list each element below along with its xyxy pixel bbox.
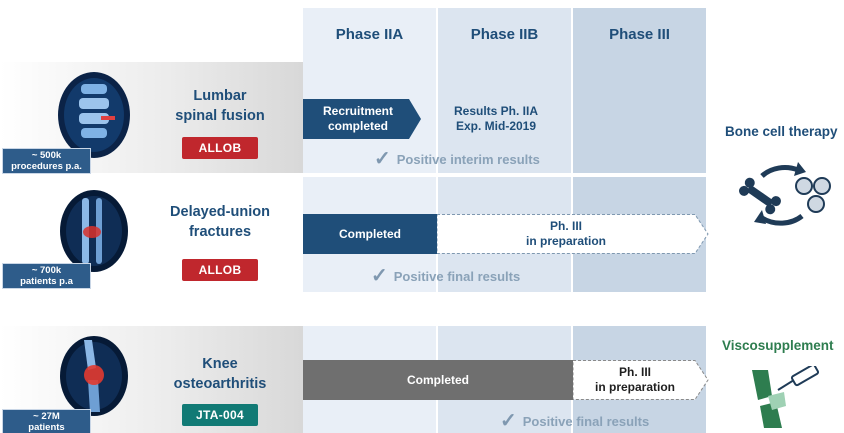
preparation-arrow <box>572 360 709 400</box>
phase-header-iia: Phase IIA <box>335 25 404 43</box>
next-milestone-line-2: Exp. Mid-2019 <box>455 119 537 133</box>
market-size-unit: patients <box>28 422 65 433</box>
knee-injection-icon <box>748 357 838 430</box>
market-size-value: ~ 700k <box>31 265 62 276</box>
preparation-line-2: in preparation <box>594 380 675 394</box>
market-size-value: ~ 500k <box>31 150 62 161</box>
result-text: Positive interim results <box>396 151 540 167</box>
next-milestone-text: Results Ph. IIA Exp. Mid-2019 <box>438 101 554 137</box>
indication-line-1: Lumbar <box>193 88 247 104</box>
result-status: ✓ Positive final results <box>371 266 520 286</box>
preparation-line-1: Ph. III <box>549 219 582 233</box>
spine-icon <box>55 70 133 160</box>
market-size-unit: procedures p.a. <box>11 161 82 172</box>
indication-title: Delayed-union fractures <box>150 202 290 242</box>
result-status: ✓ Positive interim results <box>374 149 540 169</box>
result-text: Positive final results <box>522 413 650 429</box>
checkmark-icon: ✓ <box>374 148 391 170</box>
recruitment-label: Recruitment completed <box>303 99 413 139</box>
preparation-label: Ph. III in preparation <box>437 214 695 254</box>
checkmark-icon: ✓ <box>500 410 517 432</box>
next-milestone-line-1: Results Ph. IIA <box>453 104 539 118</box>
indication-line-1: Knee <box>202 356 238 372</box>
indication-line-2: spinal fusion <box>175 108 265 124</box>
result-status: ✓ Positive final results <box>500 411 649 431</box>
preparation-line-2: in preparation <box>525 234 606 248</box>
market-size-box: ~ 700k patients p.a <box>2 263 91 289</box>
market-size-unit: patients p.a <box>20 276 73 287</box>
recruitment-line-2: completed <box>327 119 388 133</box>
completed-label: Completed <box>406 372 469 387</box>
category-label-bone-cell-therapy: Bone cell therapy <box>725 124 838 139</box>
indication-title: Knee osteoarthritis <box>150 354 290 394</box>
preparation-line-1: Ph. III <box>618 365 651 379</box>
phase-header-iii: Phase III <box>609 25 670 43</box>
recruitment-line-1: Recruitment <box>322 104 393 118</box>
indication-line-2: osteoarthritis <box>173 376 267 392</box>
market-size-box: ~ 500k procedures p.a. <box>2 148 91 174</box>
recruitment-arrow <box>303 99 421 139</box>
category-label-viscosupplement: Viscosupplement <box>722 338 834 353</box>
bone-cell-cycle-icon <box>732 160 842 232</box>
indication-title: Lumbar spinal fusion <box>150 86 290 126</box>
leg-bone-icon <box>58 188 130 274</box>
market-size-box: ~ 27M patients <box>2 409 91 433</box>
product-badge: ALLOB <box>182 137 258 159</box>
completed-bar <box>303 214 437 254</box>
result-text: Positive final results <box>393 268 521 284</box>
checkmark-icon: ✓ <box>371 265 388 287</box>
completed-bar <box>303 360 573 400</box>
market-size-value: ~ 27M <box>33 411 60 422</box>
preparation-arrow <box>436 214 709 254</box>
indication-line-2: fractures <box>188 224 252 240</box>
row-gap-2 <box>0 292 710 326</box>
indication-line-1: Delayed-union <box>170 204 270 220</box>
knee-joint-icon <box>58 334 130 418</box>
product-badge: ALLOB <box>182 259 258 281</box>
row-gap-1 <box>0 173 710 177</box>
preparation-label: Ph. III in preparation <box>573 360 697 400</box>
phase-header-iib: Phase IIB <box>470 25 539 43</box>
product-badge: JTA-004 <box>182 404 258 426</box>
completed-label: Completed <box>338 226 401 241</box>
